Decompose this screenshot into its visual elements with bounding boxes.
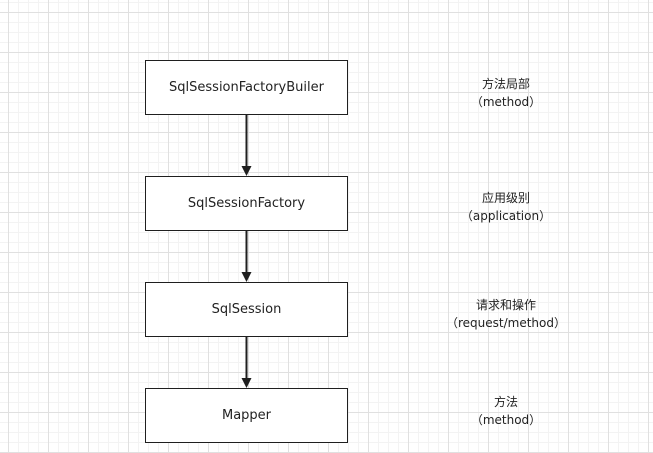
scope-label-en: （method） bbox=[470, 95, 542, 109]
scope-label: 请求和操作 bbox=[475, 298, 536, 312]
scope-label: 方法 bbox=[493, 395, 518, 409]
scope-label-en: （method） bbox=[470, 413, 542, 427]
node-label: Mapper bbox=[221, 408, 272, 423]
scope-label-en: （request/method） bbox=[445, 316, 566, 330]
node-mapper[interactable]: Mapper bbox=[145, 388, 348, 443]
scope-note-builder: 方法局部 （method） bbox=[436, 75, 576, 111]
node-sqlsessionfactorybuilder[interactable]: SqlSessionFactoryBuiler bbox=[145, 60, 348, 115]
scope-note-mapper: 方法 （method） bbox=[436, 393, 576, 429]
node-sqlsession[interactable]: SqlSession bbox=[145, 282, 348, 337]
node-label: SqlSession bbox=[211, 302, 282, 317]
scope-note-session: 请求和操作 （request/method） bbox=[436, 296, 576, 332]
node-label: SqlSessionFactory bbox=[187, 196, 306, 211]
scope-label: 方法局部 bbox=[481, 77, 530, 91]
scope-note-factory: 应用级别 （application） bbox=[436, 189, 576, 225]
node-label: SqlSessionFactoryBuiler bbox=[169, 80, 324, 95]
scope-label: 应用级别 bbox=[481, 191, 530, 205]
node-sqlsessionfactory[interactable]: SqlSessionFactory bbox=[145, 176, 348, 231]
scope-label-en: （application） bbox=[460, 209, 552, 223]
